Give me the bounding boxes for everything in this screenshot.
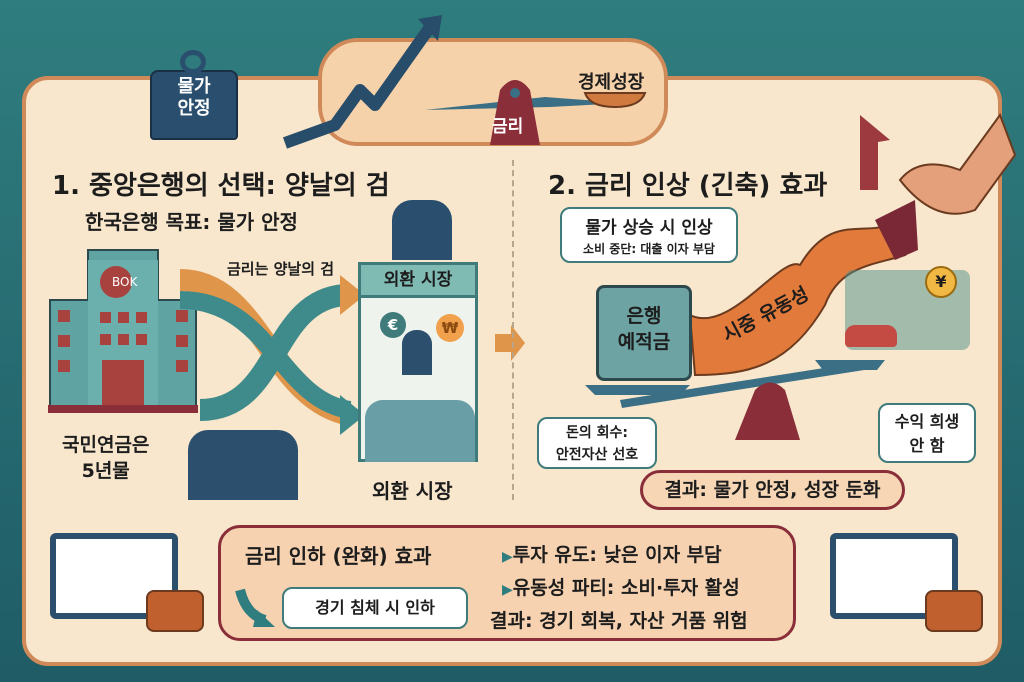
- bank-logo: BOK: [112, 275, 138, 289]
- wallet-left-icon: [146, 590, 204, 632]
- weight-handle: [180, 50, 206, 74]
- section2-result: 결과: 물가 안정, 성장 둔화: [640, 470, 905, 510]
- forex-market-label: 외환 시장: [372, 479, 453, 503]
- bullet-arrow-icon: ▶: [502, 549, 513, 565]
- scale-pivot-label: 금리: [492, 117, 524, 137]
- weight-label: 물가 안정: [177, 76, 211, 119]
- booth-sign: 외환 시장: [358, 262, 478, 298]
- scale-pan-label: 경제성장: [578, 72, 645, 93]
- left-note: 돈의 회수: 안전자산 선호: [537, 417, 657, 469]
- wallet-right-icon: [925, 590, 983, 632]
- safe-label: 은행 예적금: [617, 305, 671, 353]
- car-icon: [845, 325, 897, 347]
- bank-building-icon: [48, 249, 198, 413]
- clerk-person: [402, 330, 432, 375]
- bullet-2-text: 유동성 파티: 소비·투자 활성: [512, 577, 740, 599]
- pension-label: 국민연금은 5년물: [62, 434, 150, 482]
- right-note: 수익 희생 안 함: [878, 403, 976, 463]
- bubble-main: 물가 상승 시 인상: [585, 218, 713, 238]
- bubble-sub: 소비 중단: 대출 이자 부담: [583, 242, 715, 256]
- hand-icon: [860, 112, 1017, 215]
- rate-hike-bubble: 물가 상승 시 인상 소비 중단: 대출 이자 부담: [560, 207, 738, 263]
- people-with-magnifiers: [365, 400, 475, 462]
- bullet-1: ▶투자 유도: 낮은 이자 부담: [502, 540, 722, 567]
- person-with-magnifier: [392, 200, 452, 260]
- analysts-illustration: [188, 430, 298, 500]
- section3-title: 금리 인하 (완화) 효과: [245, 544, 432, 568]
- rate-cut-box: [218, 525, 796, 641]
- section2-title: 2. 금리 인상 (긴축) 효과: [548, 171, 828, 201]
- arrow-label: 금리는 양날의 검: [227, 260, 335, 278]
- section3-result: 결과: 경기 회복, 자산 거품 위험: [490, 610, 748, 632]
- down-arrow-icon: [235, 588, 275, 627]
- rising-arrow-icon: [282, 15, 442, 149]
- bullet-2: ▶유동성 파티: 소비·투자 활성: [502, 573, 740, 600]
- section-divider: [512, 160, 514, 500]
- right-arrow-icon: [495, 325, 525, 361]
- liquidity-banner-icon: [688, 200, 918, 377]
- euro-icon: €: [380, 312, 406, 338]
- bullet-arrow-icon: ▶: [502, 582, 513, 598]
- safe-icon: [596, 285, 692, 381]
- monitor-right-icon: [830, 533, 958, 619]
- won-icon: ₩: [436, 314, 464, 342]
- weight-icon: [150, 70, 238, 140]
- balance-scale-icon: [425, 80, 647, 145]
- yen-coin-icon: ¥: [925, 266, 957, 298]
- seesaw-icon: [585, 360, 885, 440]
- recession-box: 경기 침체 시 인하: [282, 587, 468, 629]
- crossing-arrows-icon: [179, 269, 365, 435]
- bullet-1-text: 투자 유도: 낮은 이자 부담: [512, 544, 722, 566]
- section1-subtitle: 한국은행 목표: 물가 안정: [85, 210, 298, 234]
- section1-title: 1. 중앙은행의 선택: 양날의 검: [52, 171, 390, 201]
